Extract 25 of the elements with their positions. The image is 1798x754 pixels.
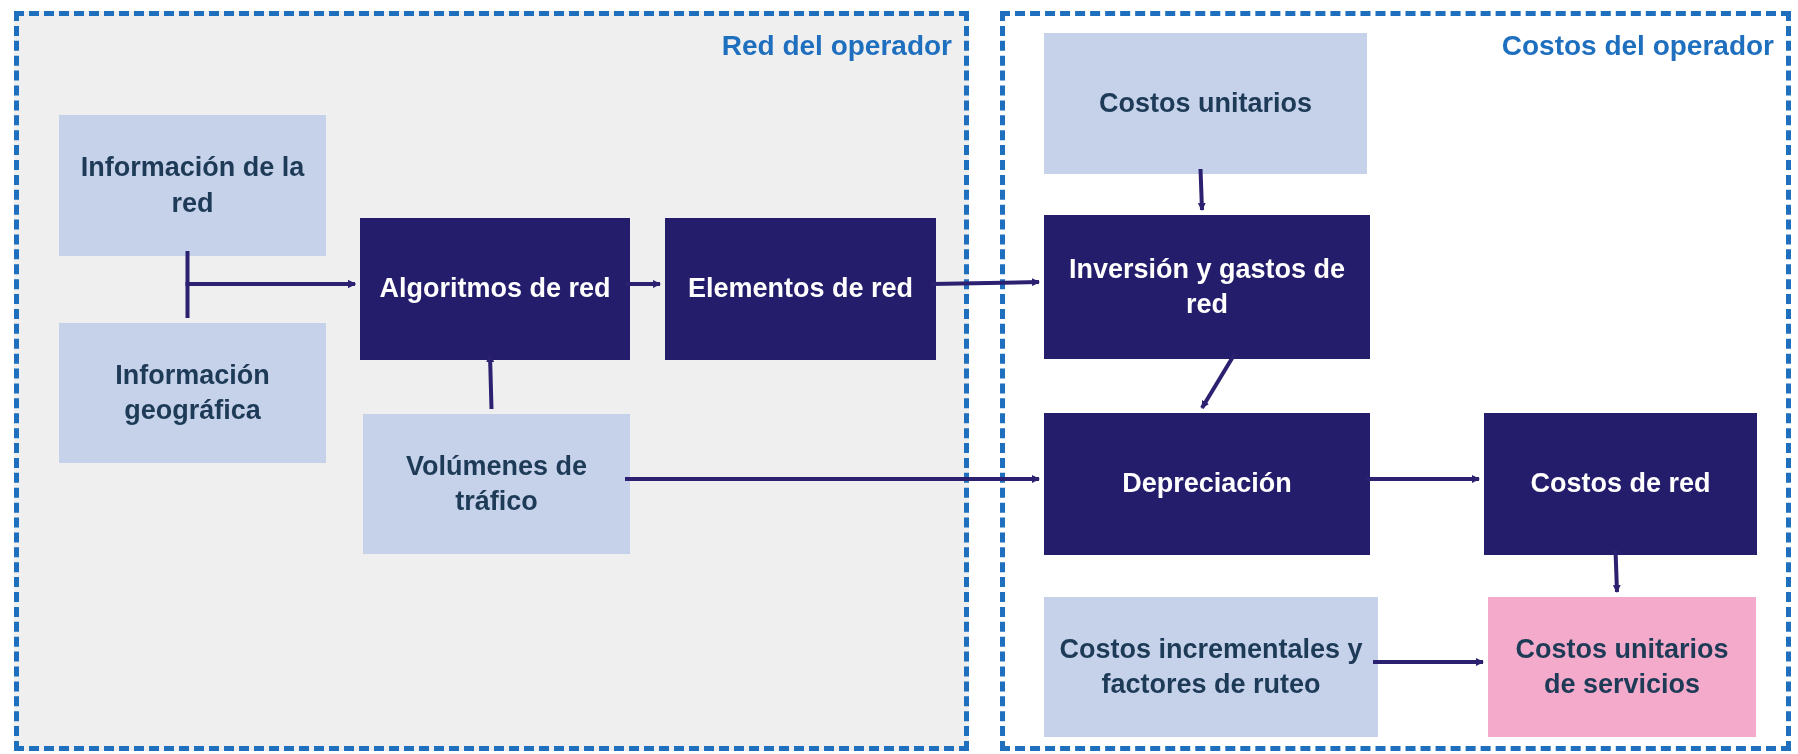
input-box: Costos incrementales y factores de ruteo: [1044, 597, 1378, 737]
arrow: [625, 280, 661, 288]
arrow: [1612, 549, 1621, 593]
arrow: [1200, 352, 1237, 410]
arrow: [1365, 475, 1480, 483]
output-box: Costos unitarios de servicios: [1488, 597, 1756, 737]
process-box: Inversión y gastos de red: [1044, 215, 1370, 359]
arrow: [486, 354, 495, 410]
input-box: Información de la red: [59, 115, 326, 256]
arrow: [1197, 168, 1206, 211]
input-box: Costos unitarios: [1044, 33, 1367, 174]
dashed-group-frame: [14, 11, 969, 751]
arrow: [625, 475, 1040, 483]
arrow: [1373, 658, 1484, 666]
process-box: Algoritmos de red: [360, 218, 630, 360]
group-title: Red del operador: [721, 29, 952, 63]
group-title: Costos del operador: [1501, 29, 1774, 63]
arrow: [185, 280, 356, 318]
dashed-group-frame: [1000, 11, 1791, 751]
process-box: Costos de red: [1484, 413, 1757, 555]
input-box: Información geográfica: [59, 323, 326, 463]
process-box: Elementos de red: [665, 218, 936, 360]
input-box: Volúmenes de tráfico: [363, 414, 630, 554]
process-box: Depreciación: [1044, 413, 1370, 555]
arrow: [930, 278, 1040, 287]
